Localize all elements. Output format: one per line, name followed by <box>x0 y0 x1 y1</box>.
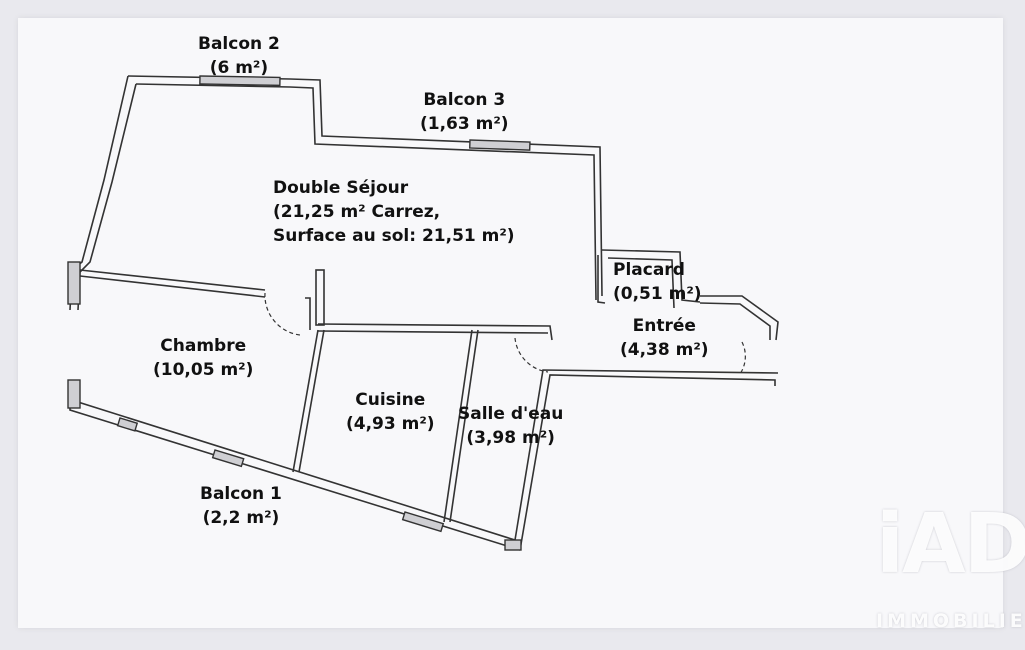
room-name: Balcon 3 <box>423 90 506 110</box>
room-name: Balcon 1 <box>200 484 282 504</box>
room-area: (4,38 m²) <box>620 340 709 360</box>
paper-sheet <box>18 18 1003 628</box>
label-double-sejour: Double Séjour (21,25 m² Carrez, Surface … <box>273 176 515 248</box>
room-area-floor: Surface au sol: 21,51 m²) <box>273 226 515 246</box>
room-area: (0,51 m²) <box>613 284 702 304</box>
room-name: Chambre <box>160 336 247 356</box>
windows <box>67 75 531 551</box>
outer-walls <box>69 75 779 551</box>
room-name: Cuisine <box>355 390 426 410</box>
room-name: Salle d'eau <box>458 404 564 424</box>
room-area: (2,2 m²) <box>202 508 280 528</box>
label-salle-d-eau: Salle d'eau (3,98 m²) <box>458 402 563 450</box>
label-balcon-3: Balcon 3 (1,63 m²) <box>420 88 509 136</box>
label-placard: Placard (0,51 m²) <box>613 258 702 306</box>
room-area: (21,25 m² Carrez, <box>273 202 441 222</box>
room-name: Placard <box>613 260 685 280</box>
iad-logo: iAD <box>876 497 1025 592</box>
interior-walls <box>79 269 553 523</box>
iad-logo-text: IMMOBILIER <box>876 610 1025 632</box>
label-balcon-2: Balcon 2 (6 m²) <box>198 32 280 80</box>
room-area: (1,63 m²) <box>420 114 509 134</box>
door-swings <box>264 292 746 375</box>
room-name: Double Séjour <box>273 178 409 198</box>
room-name: Entrée <box>632 316 696 336</box>
label-cuisine: Cuisine (4,93 m²) <box>346 388 435 436</box>
label-chambre: Chambre (10,05 m²) <box>153 334 253 382</box>
room-area: (6 m²) <box>209 58 269 78</box>
room-area: (10,05 m²) <box>153 360 254 380</box>
room-area: (3,98 m²) <box>466 428 555 448</box>
label-entree: Entrée (4,38 m²) <box>620 314 709 362</box>
room-area: (4,93 m²) <box>346 414 435 434</box>
room-name: Balcon 2 <box>198 34 280 54</box>
label-balcon-1: Balcon 1 (2,2 m²) <box>200 482 282 530</box>
iad-watermark: iAD IMMOBILIER <box>872 500 1025 640</box>
